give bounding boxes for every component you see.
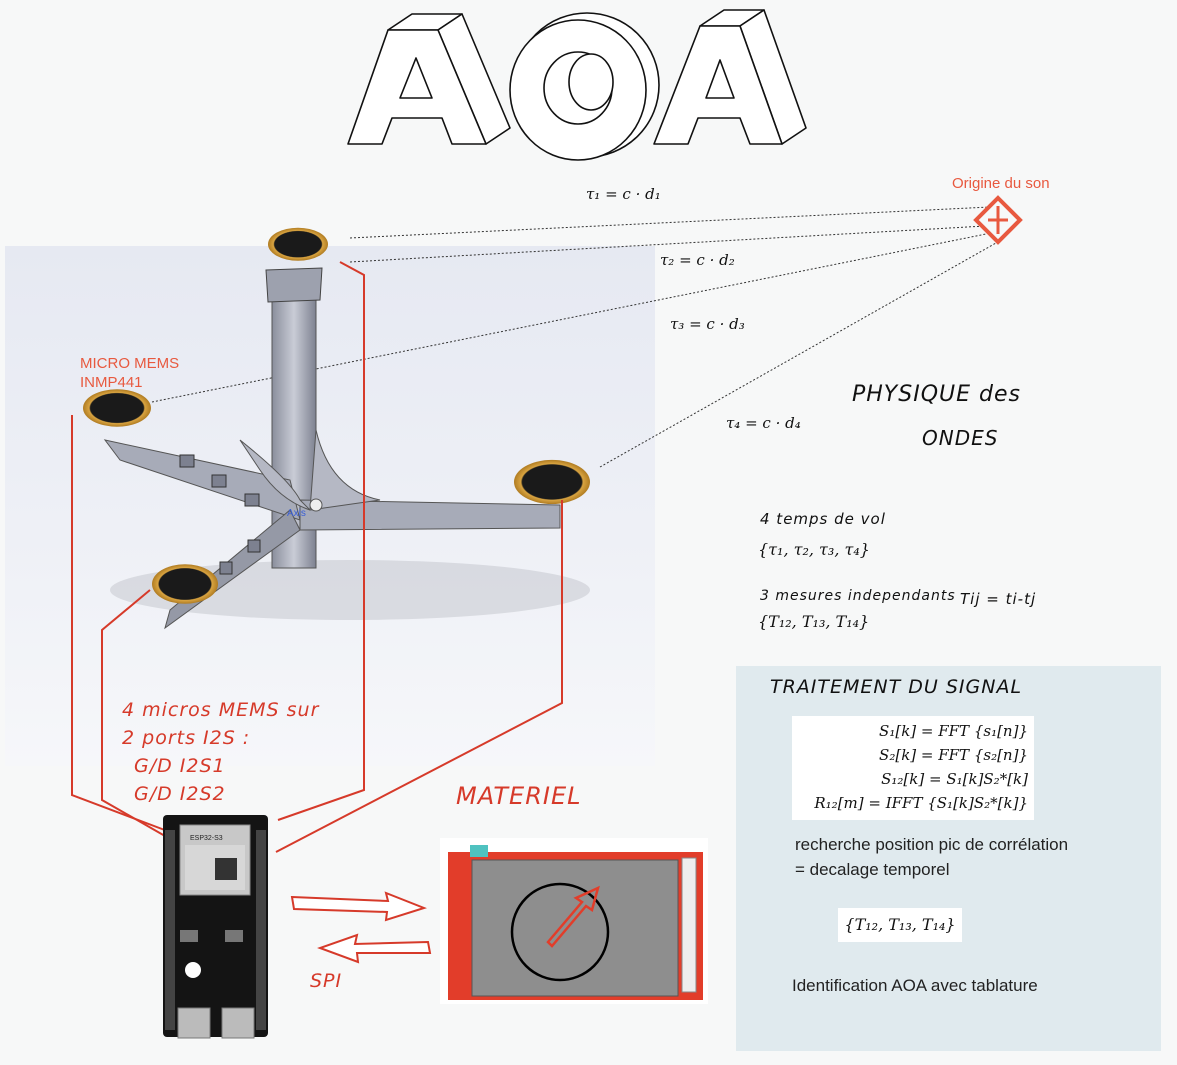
- hardware-label: MATERIEL: [456, 782, 582, 810]
- equation-4: R₁₂[m] = IFFT {S₁[k]S₂*[k]}: [814, 794, 1028, 812]
- mic-top: [268, 227, 328, 261]
- mic-stand-cad: [103, 267, 590, 630]
- physics-line1: PHYSIQUE des: [852, 382, 1021, 407]
- mics-note: 4 micros MEMS sur 2 ports I2S : G/D I2S1…: [122, 696, 319, 808]
- transfer-arrows: [290, 891, 432, 964]
- mics-note-line4: G/D I2S2: [134, 783, 226, 805]
- correlation-text: recherche position pic de corrélation = …: [795, 832, 1068, 882]
- signal-title: TRAITEMENT DU SIGNAL: [770, 676, 1023, 698]
- sound-source-icon: [973, 195, 1023, 245]
- measures-formula: Tij = ti-tj: [960, 590, 1037, 608]
- fft-equations-box: S₁[k] = FFT {s₁[n]} S₂[k] = FFT {s₂[n]} …: [792, 716, 1034, 820]
- measures-set: {T₁₂, T₁₃, T₁₄}: [758, 612, 870, 631]
- equation-1: S₁[k] = FFT {s₁[n]}: [879, 722, 1028, 740]
- delay-4: τ₄ = c · d₄: [726, 414, 801, 432]
- source-label: Origine du son: [952, 175, 1050, 192]
- flight-times-label: 4 temps de vol: [760, 510, 886, 528]
- mic-left: [83, 389, 151, 427]
- delay-2: τ₂ = c · d₂: [660, 251, 735, 269]
- mic-bottom: [152, 564, 218, 604]
- spi-label: SPI: [310, 970, 343, 992]
- mic-label-line2: INMP441: [80, 374, 143, 391]
- mics-note-line1: 4 micros MEMS sur: [122, 699, 320, 721]
- wiring: [71, 261, 563, 853]
- correlation-line1: recherche position pic de corrélation: [795, 835, 1069, 854]
- title-aoa-graphic: [347, 9, 807, 161]
- esp-module-label: ESP32-S3: [190, 835, 223, 842]
- axis-label: Axis: [287, 508, 306, 519]
- mics-note-line3: G/D I2S1: [134, 755, 226, 777]
- flight-times-set: {τ₁, τ₂, τ₃, τ₄}: [758, 540, 870, 559]
- measures-label: 3 mesures independants: [760, 588, 956, 604]
- identification-text: Identification AOA avec tablature: [792, 976, 1038, 995]
- mic-label: MICRO MEMS INMP441: [80, 354, 179, 392]
- correlation-line2: = decalage temporel: [795, 860, 950, 879]
- equation-3: S₁₂[k] = S₁[k]S₂*[k]: [881, 770, 1028, 788]
- mic-right: [514, 459, 590, 504]
- lcd-screen: [440, 838, 708, 1004]
- delay-1: τ₁ = c · d₁: [586, 185, 661, 203]
- mics-note-line2: 2 ports I2S :: [122, 727, 251, 749]
- mic-label-line1: MICRO MEMS: [80, 355, 180, 372]
- delay-3: τ₃ = c · d₃: [670, 315, 745, 333]
- result-set-box: {T₁₂, T₁₃, T₁₄}: [838, 908, 962, 942]
- esp32-board: [163, 815, 268, 1039]
- equation-2: S₂[k] = FFT {s₂[n]}: [879, 746, 1028, 764]
- physics-line2: ONDES: [922, 426, 999, 450]
